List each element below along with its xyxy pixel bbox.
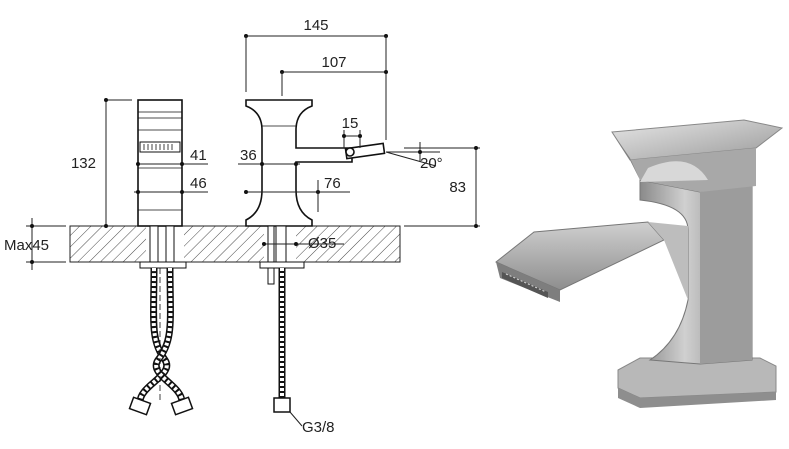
- dim-diameter-35: Ø35: [308, 235, 336, 252]
- dim-15: 15: [342, 115, 359, 132]
- dim-76: 76: [324, 175, 341, 192]
- dim-132: 132: [71, 155, 96, 172]
- dimension-lines: [26, 34, 480, 270]
- front-view: [245, 99, 386, 427]
- hose-nut: [273, 397, 291, 413]
- countertop-section: [69, 225, 401, 263]
- dim-107: 107: [321, 54, 346, 71]
- faucet-illustration: [495, 119, 784, 408]
- front-body: [245, 99, 353, 227]
- dim-g38: G3/8: [302, 419, 335, 436]
- side-body: [137, 99, 183, 227]
- dim-20-degrees: 20°: [420, 155, 443, 172]
- dim-max45: Max45: [4, 237, 49, 254]
- dim-41: 41: [190, 147, 207, 164]
- dim-145: 145: [303, 17, 328, 34]
- dim-83: 83: [449, 179, 466, 196]
- dimension-labels: 145 107 15 132 41 46 36 76 83 20° Max45 …: [4, 17, 466, 436]
- dim-36: 36: [240, 147, 257, 164]
- dim-46: 46: [190, 175, 207, 192]
